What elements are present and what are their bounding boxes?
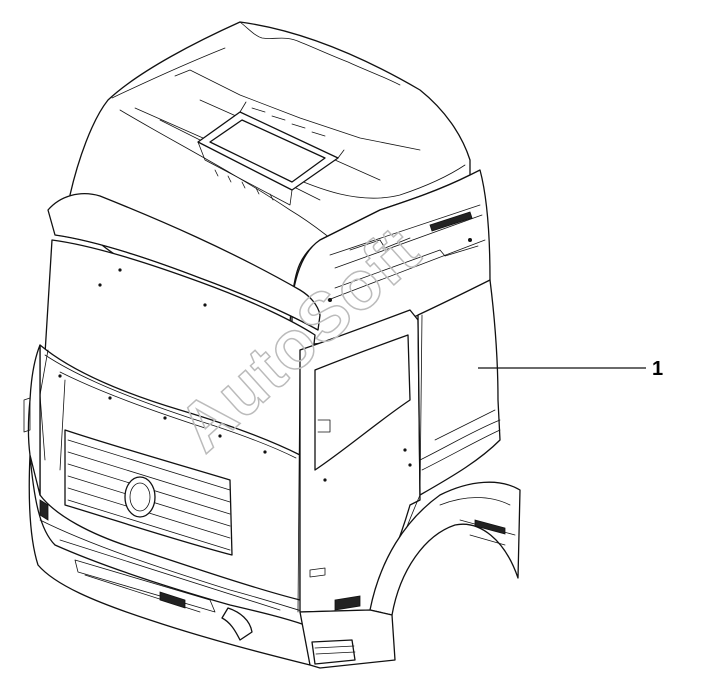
cab-door <box>297 309 421 613</box>
callout-1: 1 <box>478 358 663 380</box>
front-bumper <box>28 454 311 666</box>
sun-visor <box>47 193 321 331</box>
wheel-arch <box>369 481 521 616</box>
callout-1-label: 1 <box>652 358 663 380</box>
left-corner-panel <box>23 344 41 496</box>
roof-side-panel <box>291 169 491 346</box>
roof-hatch <box>197 101 345 206</box>
entry-step <box>299 595 396 669</box>
rear-side-panel <box>417 279 501 496</box>
radiator-grille <box>64 429 233 556</box>
